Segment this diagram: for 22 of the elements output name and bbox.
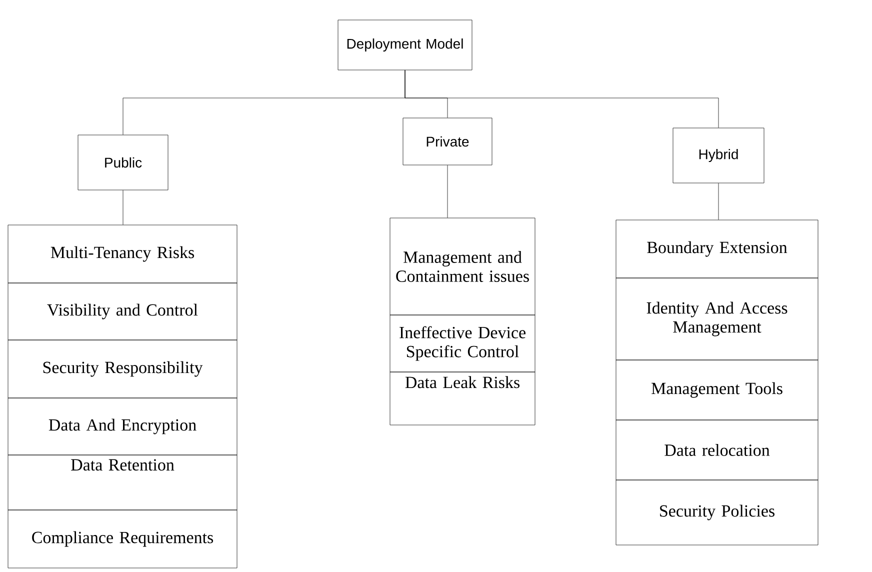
list-cell: Security Responsibility: [8, 340, 238, 398]
list-cell: Boundary Extension: [616, 220, 818, 278]
list-cell: Data And Encryption: [8, 398, 238, 456]
list-cell: Security Policies: [616, 480, 818, 546]
list-cell: Ineffective Device Specific Control: [390, 314, 536, 372]
category-box: Public: [78, 134, 168, 190]
list-cell: Management Tools: [616, 360, 818, 420]
list-cell: Multi-Tenancy Risks: [8, 224, 238, 284]
connector-line: [122, 190, 124, 225]
category-box: Deployment Model: [338, 20, 472, 70]
list-cell: Compliance Requirements: [8, 510, 238, 568]
list-cell: Management and Containment issues: [390, 218, 536, 316]
category-box: Private: [402, 118, 492, 166]
list-cell: Identity And Access Management: [616, 278, 818, 360]
connector-line: [447, 165, 448, 218]
category-box: Hybrid: [672, 128, 764, 184]
list-cell: Data Retention: [8, 454, 238, 510]
connector-line: [718, 183, 719, 220]
list-cell: Visibility and Control: [8, 282, 238, 340]
connector-line: [404, 70, 719, 128]
list-cell: Data Leak Risks: [390, 372, 536, 426]
list-cell: Data relocation: [616, 420, 818, 480]
